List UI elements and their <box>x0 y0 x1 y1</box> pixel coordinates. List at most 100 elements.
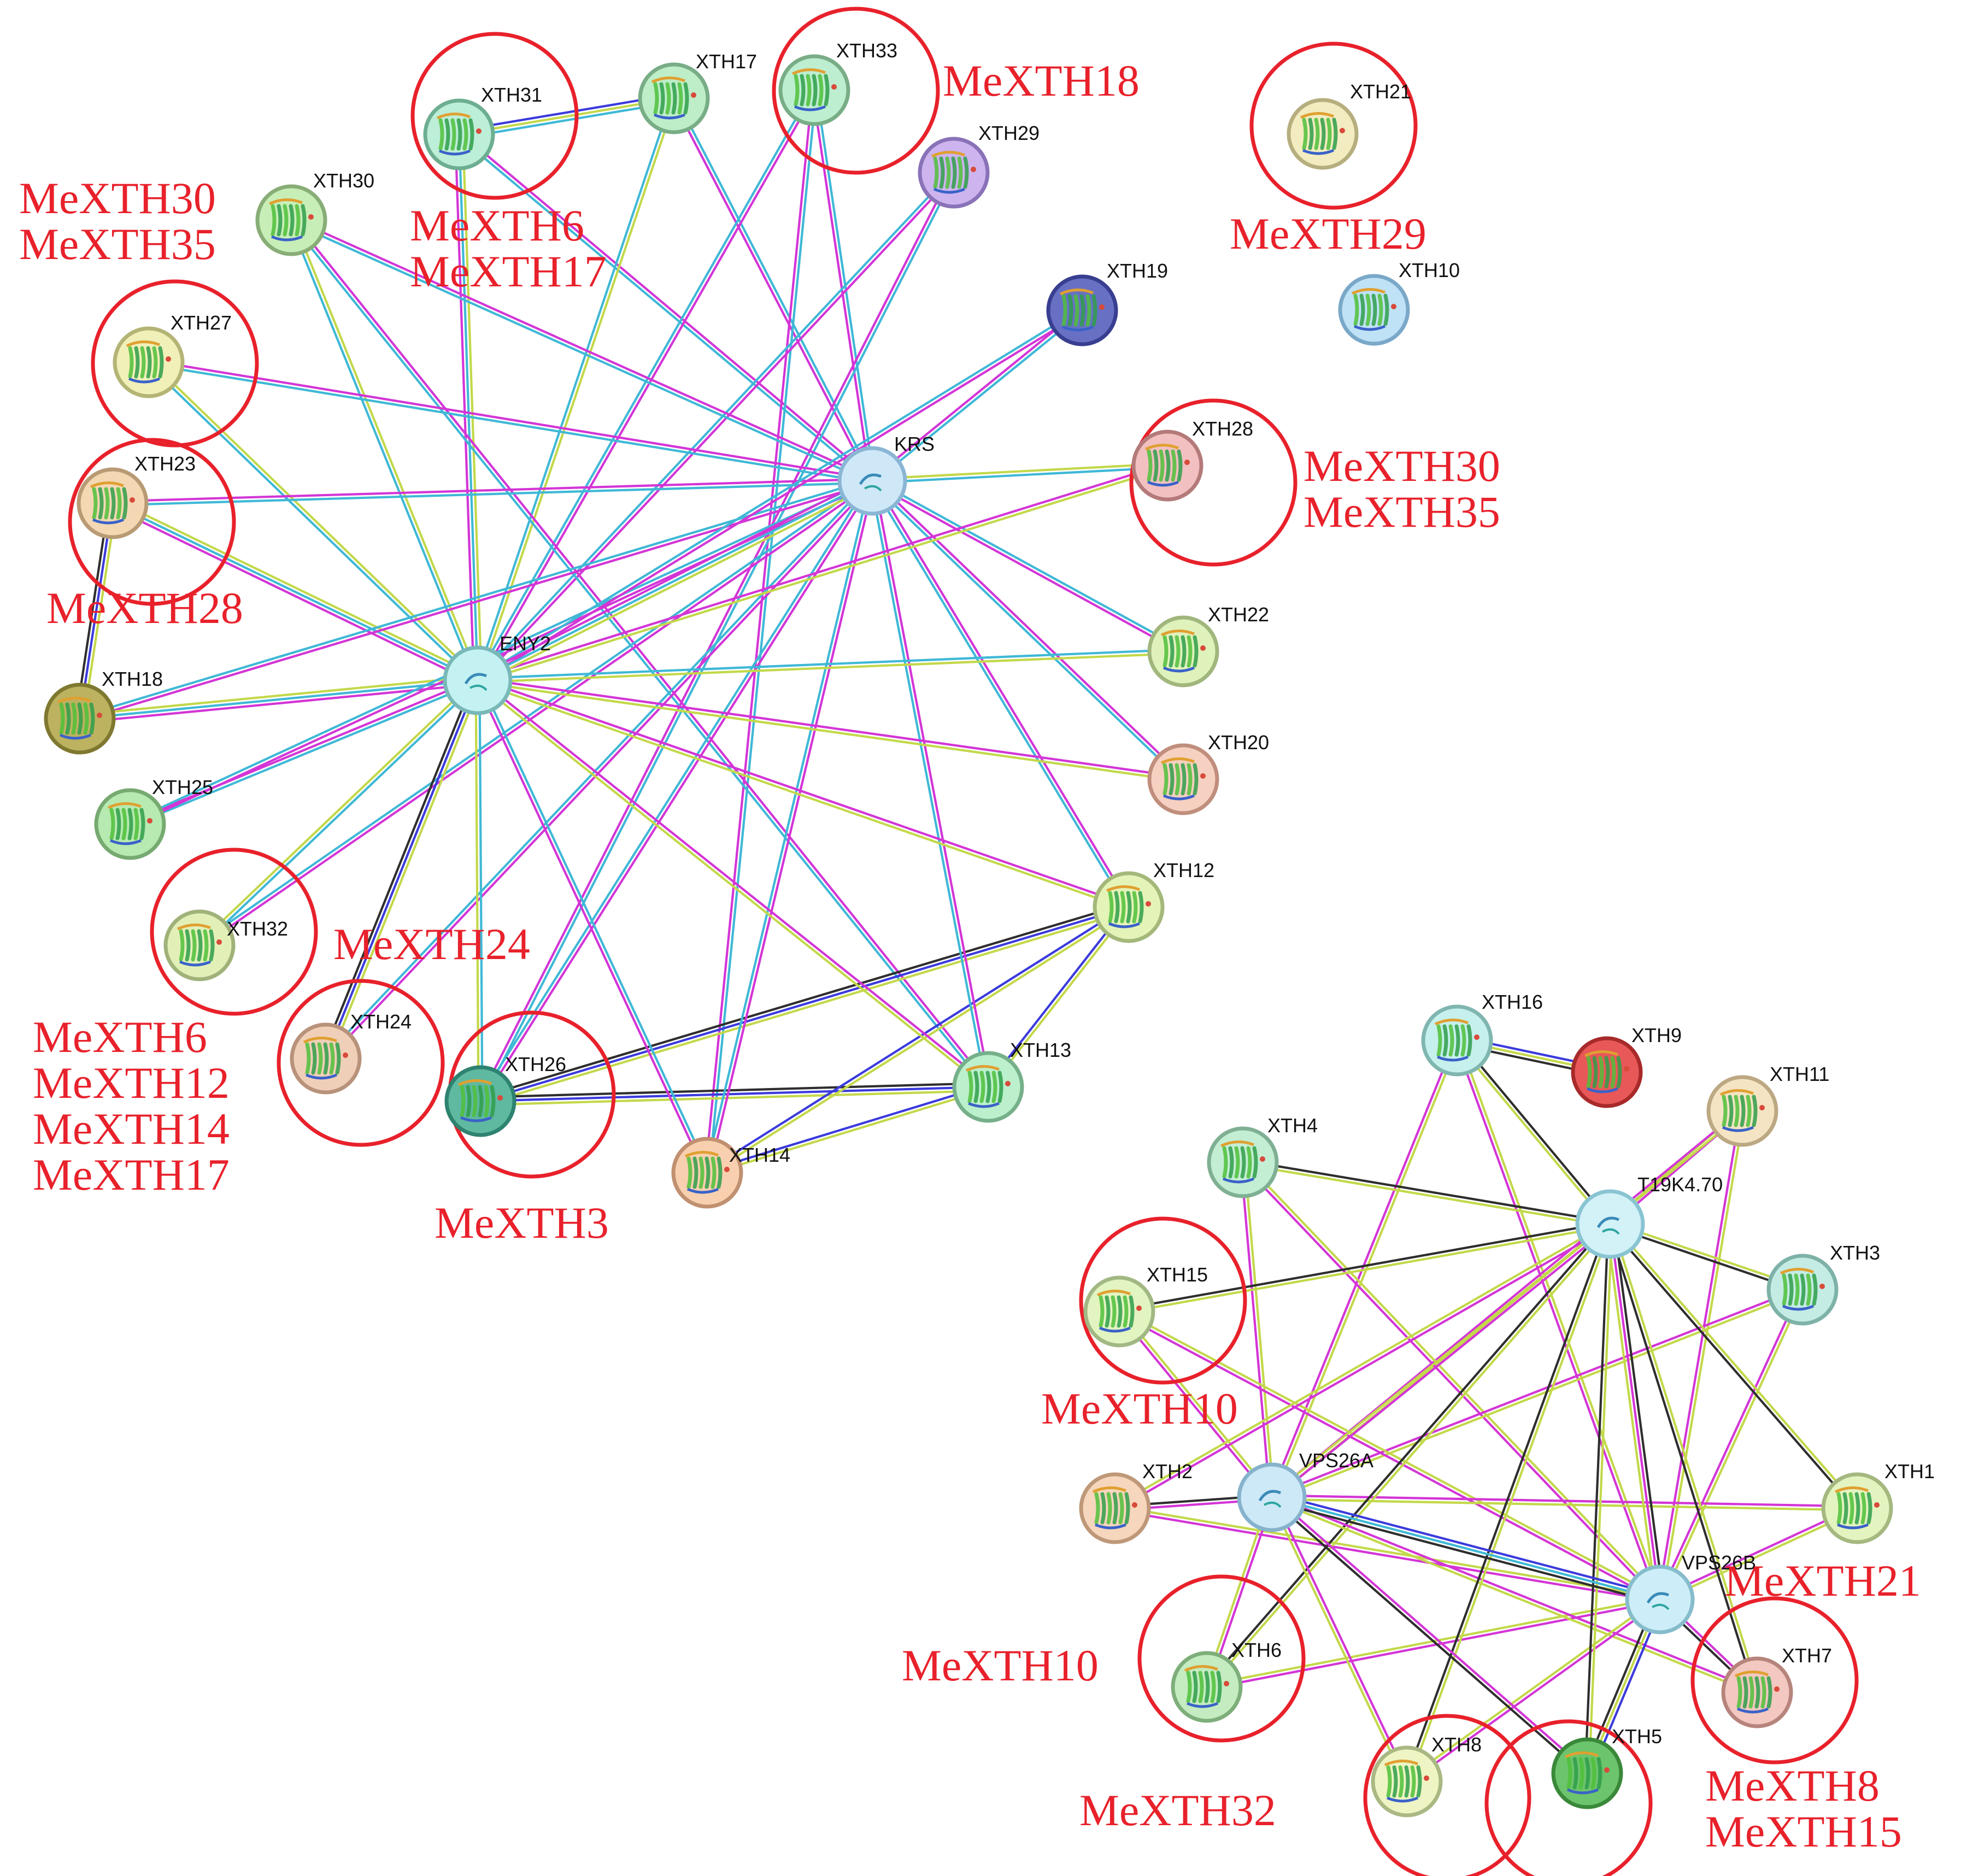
edge-line-experimental <box>708 480 876 1174</box>
edge-line-experimental <box>478 173 956 683</box>
protein-structure-icon <box>126 340 171 384</box>
node-XTH15[interactable]: XTH15 <box>1083 1263 1208 1348</box>
node-XTH17[interactable]: XTH17 <box>638 50 757 134</box>
node-XTH28[interactable]: XTH28 <box>1131 417 1253 502</box>
protein-structure-icon <box>1719 1089 1765 1132</box>
edge-line-database <box>872 310 1085 484</box>
node-XTH30[interactable]: XTH30 <box>255 169 374 256</box>
node-XTH26[interactable]: XTH26 <box>444 1053 566 1137</box>
edge-line-experimental <box>1113 1509 1661 1603</box>
protein-structure-icon <box>965 1065 1011 1108</box>
annotation-line: MeXTH3 <box>435 1198 609 1248</box>
node-label: XTH9 <box>1631 1024 1682 1046</box>
edge-line-experimental <box>475 462 1169 680</box>
protein-structure-icon <box>1160 757 1206 801</box>
edge-line-database <box>474 96 673 681</box>
edge-line-database <box>289 220 988 1090</box>
annotation-line: MeXTH6 <box>33 1012 207 1062</box>
node-XTH21[interactable]: XTH21 <box>1287 80 1411 170</box>
edge-line-experimental <box>148 359 874 480</box>
node-XTH4[interactable]: XTH4 <box>1207 1114 1318 1198</box>
node-circle <box>1575 1189 1645 1259</box>
edge-line-textmining <box>1610 1221 1860 1508</box>
node-VPS26B[interactable]: VPS26B <box>1625 1551 1756 1634</box>
edge-line-coexpression <box>1118 1221 1611 1311</box>
edge-line-database <box>869 480 988 1089</box>
node-XTH29[interactable]: XTH29 <box>918 122 1040 209</box>
edge-XTH15-VPS26B <box>1117 1308 1662 1603</box>
node-XTH33[interactable]: XTH33 <box>778 39 897 126</box>
annotation-line: MeXTH15 <box>1705 1807 1902 1856</box>
edge-line-database <box>288 220 477 683</box>
highlight-circle-XTH24 <box>277 979 445 1147</box>
protein-structure-icon <box>791 68 837 111</box>
node-label: XTH13 <box>1010 1039 1071 1061</box>
node-circle <box>443 645 513 715</box>
node-VPS26A[interactable]: VPS26A <box>1237 1449 1373 1532</box>
node-XTH3[interactable]: XTH3 <box>1766 1242 1880 1326</box>
node-XTH1[interactable]: XTH1 <box>1821 1460 1935 1544</box>
edge-line-database <box>871 466 1169 484</box>
annotation-XTH23: MeXTH28 <box>46 583 243 633</box>
edge-line-experimental <box>477 310 1084 684</box>
node-XTH16[interactable]: XTH16 <box>1421 991 1543 1077</box>
node-KRS[interactable]: KRS <box>837 433 935 516</box>
edge-line-experimental <box>870 481 1184 655</box>
protein-structure-icon <box>1106 885 1151 928</box>
edge-line-textmining <box>478 483 876 685</box>
edge-XTH13-XTH12 <box>985 904 1131 1090</box>
node-label: XTH32 <box>227 918 288 940</box>
node-label: XTH22 <box>1208 603 1269 626</box>
edge-XTH7-VPS26A <box>1270 1494 1759 1696</box>
edge-line-experimental <box>1206 1600 1661 1690</box>
edge-line-experimental <box>1272 1495 1410 1782</box>
protein-structure-icon <box>1351 288 1396 331</box>
node-XTH20[interactable]: XTH20 <box>1147 731 1269 815</box>
node-XTH13[interactable]: XTH13 <box>952 1039 1071 1123</box>
node-XTH7[interactable]: XTH7 <box>1721 1644 1832 1728</box>
protein-structure-icon <box>107 802 152 845</box>
node-XTH24[interactable]: XTH24 <box>290 1010 412 1095</box>
node-XTH12[interactable]: XTH12 <box>1093 859 1214 943</box>
edge-line-database <box>147 363 873 484</box>
node-XTH32[interactable]: XTH32 <box>163 909 288 981</box>
edge-XTH2-T19K4.70 <box>1113 1221 1612 1512</box>
node-label: XTH24 <box>350 1010 412 1033</box>
node-XTH19[interactable]: XTH19 <box>1046 260 1168 346</box>
node-XTH9[interactable]: XTH9 <box>1571 1024 1682 1108</box>
node-XTH31[interactable]: XTH31 <box>423 84 542 170</box>
edge-layer <box>74 88 1860 1784</box>
node-XTH23[interactable]: XTH23 <box>77 452 196 539</box>
node-label: VPS26B <box>1682 1551 1756 1574</box>
protein-structure-icon <box>436 113 482 156</box>
node-XTH8[interactable]: XTH8 <box>1371 1733 1482 1818</box>
node-ENY2[interactable]: ENY2 <box>443 632 551 715</box>
node-XTH27[interactable]: XTH27 <box>113 311 232 398</box>
edge-XTH23-KRS <box>111 478 874 507</box>
edge-XTH30-KRS <box>289 217 874 484</box>
edge-XTH4-T19K4.70 <box>1241 1159 1612 1227</box>
edge-line-experimental <box>128 677 478 824</box>
node-XTH22[interactable]: XTH22 <box>1147 603 1269 687</box>
edge-line-textmining <box>78 675 479 716</box>
edge-line-experimental <box>1272 1495 1590 1773</box>
edge-XTH33-XTH14 <box>704 89 818 1174</box>
edge-line-textmining <box>1659 1509 1859 1603</box>
node-XTH18[interactable]: XTH18 <box>44 668 163 755</box>
node-label: XTH3 <box>1830 1242 1880 1264</box>
node-XTH25[interactable]: XTH25 <box>94 776 213 860</box>
node-XTH2[interactable]: XTH2 <box>1079 1460 1193 1544</box>
edge-line-experimental <box>1117 1312 1272 1500</box>
node-XTH5[interactable]: XTH5 <box>1551 1725 1662 1809</box>
node-label: XTH19 <box>1107 260 1168 282</box>
protein-structure-icon <box>1646 1592 1670 1610</box>
node-XTH14[interactable]: XTH14 <box>671 1137 790 1209</box>
node-XTH6[interactable]: XTH6 <box>1171 1639 1282 1723</box>
node-label: XTH7 <box>1782 1644 1832 1667</box>
annotation-line: MeXTH17 <box>33 1150 230 1199</box>
node-XTH10[interactable]: XTH10 <box>1338 259 1460 346</box>
edge-line-database <box>870 481 1183 782</box>
node-T19K4.70[interactable]: T19K4.70 <box>1575 1173 1723 1259</box>
node-XTH11[interactable]: XTH11 <box>1706 1063 1829 1147</box>
